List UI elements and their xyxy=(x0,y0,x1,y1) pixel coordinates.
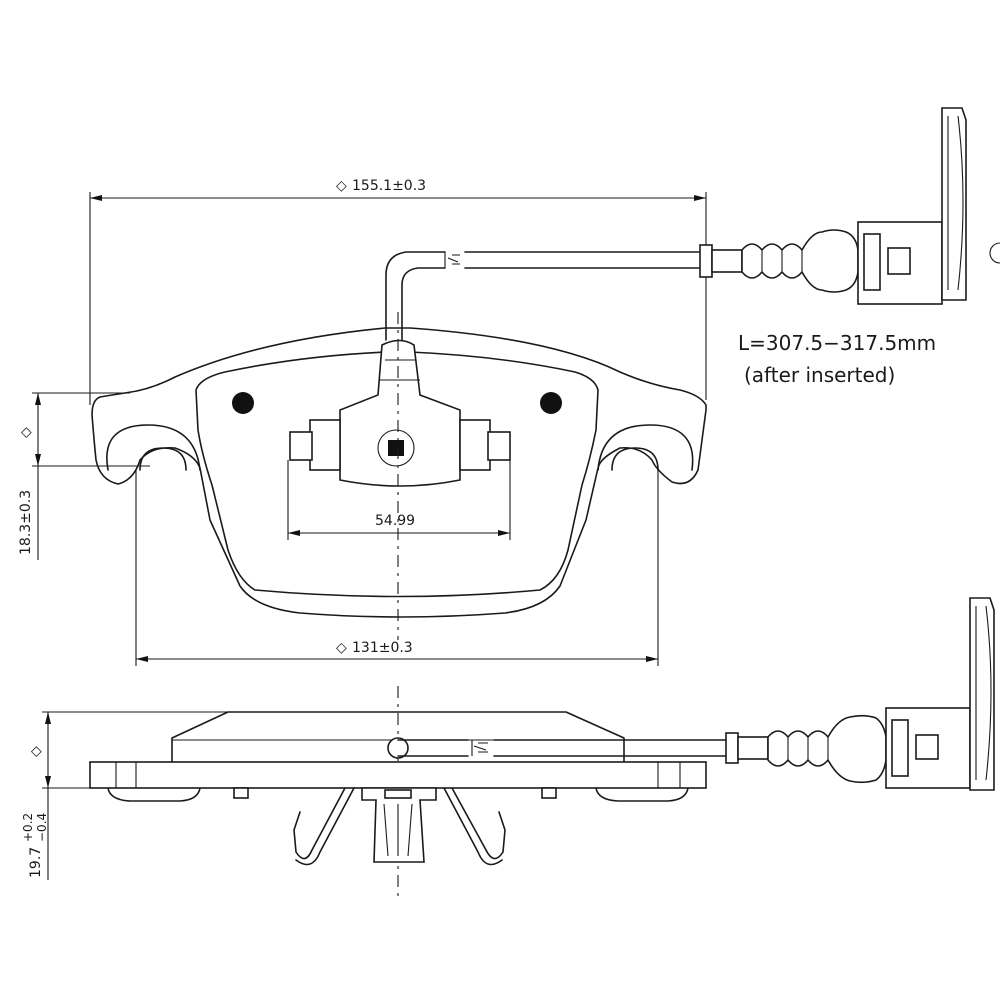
backing-plate-side xyxy=(89,761,707,789)
underside-stud-right xyxy=(541,787,557,799)
hole-spacing-label: 54.99 xyxy=(375,513,415,529)
arrowhead xyxy=(45,776,51,788)
center-hole-square xyxy=(388,440,404,456)
wire-sleeve xyxy=(699,244,713,278)
inner-width-label: 131±0.3 xyxy=(352,640,413,656)
overall-width-label: 155.1±0.3 xyxy=(352,178,426,194)
arrowhead xyxy=(498,530,510,536)
wire-sleeve-body-side xyxy=(737,736,769,760)
wire-break-mark-side xyxy=(471,740,488,756)
arrowhead xyxy=(35,393,41,405)
connector-detail-circle xyxy=(989,242,1000,264)
arrowhead xyxy=(646,656,658,662)
arrowhead xyxy=(288,530,300,536)
bellows-boot-side xyxy=(767,714,887,784)
wire-length-label: L=307.5−317.5mm xyxy=(738,331,936,355)
underside-stud-left xyxy=(233,787,249,799)
piston-clip-left xyxy=(309,419,341,471)
connector-pin-window-side xyxy=(915,734,939,760)
piston-clip-right xyxy=(459,419,491,471)
underside-tab-left xyxy=(107,787,201,802)
arrowhead xyxy=(90,195,102,201)
friction-pad-outline xyxy=(195,351,599,598)
thickness-label: 19.7 xyxy=(28,847,44,878)
spring-clip-side xyxy=(293,787,506,866)
diamond-symbol: ◇ xyxy=(336,178,347,194)
clip-housing-detail xyxy=(380,359,420,381)
wire-sleeve-side xyxy=(725,732,739,764)
wire-sleeve-body xyxy=(711,249,743,273)
connector-clip-detail xyxy=(947,115,964,291)
connector-pin-window xyxy=(887,247,911,275)
wire-break-mark xyxy=(444,252,460,268)
diamond-symbol: ◇ xyxy=(28,746,44,757)
spring-clip-cap xyxy=(384,789,412,799)
arrowhead xyxy=(136,656,148,662)
arrowhead xyxy=(35,454,41,466)
ear-hook-right xyxy=(597,424,694,471)
piston-clip-right-tab xyxy=(487,431,511,461)
ear-hook-right-inner xyxy=(611,447,659,471)
connector-latch-side xyxy=(891,719,909,777)
piston-clip-left-tab xyxy=(289,431,313,461)
sensor-wire-end-side xyxy=(387,737,409,759)
connector-clip xyxy=(941,107,967,301)
bellows-boot xyxy=(741,229,859,293)
thickness-tol-lower: −0.4 xyxy=(35,813,49,842)
ear-hook-left-inner xyxy=(139,447,187,471)
center-clip-housing xyxy=(339,339,461,487)
spring-clip-center xyxy=(361,787,437,863)
arrowhead xyxy=(694,195,706,201)
arrowhead xyxy=(45,712,51,724)
ear-height-label: 18.3±0.3 xyxy=(18,490,34,555)
diamond-symbol: ◇ xyxy=(336,640,347,656)
connector-clip-side-detail xyxy=(975,605,992,781)
spring-clip-hatch xyxy=(383,803,413,857)
sensor-wire-bend-inner xyxy=(401,267,446,341)
sensor-wire-bend-outer xyxy=(385,251,446,341)
ear-hook-left xyxy=(106,424,201,471)
center-hole-circle xyxy=(377,429,415,467)
pad-marker-dot-left xyxy=(232,392,254,414)
wire-length-note: (after inserted) xyxy=(744,363,895,387)
connector-clip-side xyxy=(969,597,995,791)
diamond-symbol: ◇ xyxy=(18,427,34,438)
thickness-tol-upper: +0.2 xyxy=(21,813,35,842)
friction-material-side xyxy=(171,711,625,763)
connector-latch xyxy=(863,233,881,291)
pad-marker-dot-right xyxy=(540,392,562,414)
underside-tab-right xyxy=(595,787,689,802)
